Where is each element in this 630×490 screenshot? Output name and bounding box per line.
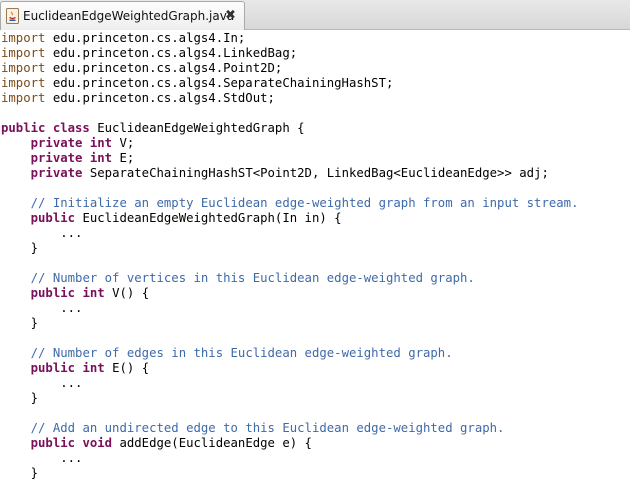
code-text: EuclideanEdgeWeightedGraph {	[89, 121, 305, 135]
code-text: V;	[112, 136, 135, 150]
code-text	[1, 151, 31, 165]
code-line[interactable]	[1, 181, 630, 196]
code-text: edu.princeton.cs.algs4.SeparateChainingH…	[45, 76, 394, 90]
code-comment: // Initialize an empty Euclidean edge-we…	[30, 196, 579, 210]
file-tab[interactable]: EuclideanEdgeWeightedGraph.java ✖	[0, 1, 245, 30]
code-text: ...	[1, 376, 83, 390]
code-keyword: public int	[30, 286, 105, 300]
code-text	[1, 271, 31, 285]
code-line[interactable]: ...	[1, 301, 630, 316]
code-line[interactable]	[1, 256, 630, 271]
code-line[interactable]	[1, 331, 630, 346]
code-comment: // Add an undirected edge to this Euclid…	[30, 421, 505, 435]
code-editor[interactable]: import edu.princeton.cs.algs4.In;import …	[0, 31, 630, 490]
code-keyword: private	[30, 166, 83, 180]
code-text: edu.princeton.cs.algs4.In;	[45, 31, 246, 45]
code-text	[1, 211, 31, 225]
code-text: }	[1, 466, 39, 480]
code-text: ...	[1, 226, 83, 240]
code-line[interactable]	[1, 406, 630, 421]
code-text: }	[1, 316, 39, 330]
code-area[interactable]: import edu.princeton.cs.algs4.In;import …	[0, 31, 630, 481]
code-line[interactable]: import edu.princeton.cs.algs4.StdOut;	[1, 91, 630, 106]
code-line[interactable]: // Number of vertices in this Euclidean …	[1, 271, 630, 286]
code-keyword: import	[1, 46, 46, 60]
code-text: E() {	[104, 361, 150, 375]
code-line[interactable]: import edu.princeton.cs.algs4.In;	[1, 31, 630, 46]
code-text: edu.princeton.cs.algs4.Point2D;	[45, 61, 283, 75]
code-text: SeparateChainingHashST<Point2D, LinkedBa…	[82, 166, 549, 180]
editor-tab-bar: EuclideanEdgeWeightedGraph.java ✖	[0, 0, 630, 30]
code-line[interactable]: // Add an undirected edge to this Euclid…	[1, 421, 630, 436]
code-line[interactable]: import edu.princeton.cs.algs4.SeparateCh…	[1, 76, 630, 91]
code-text	[1, 421, 31, 435]
code-line[interactable]: ...	[1, 376, 630, 391]
code-comment: // Number of vertices in this Euclidean …	[30, 271, 475, 285]
code-text	[1, 286, 31, 300]
code-text	[1, 136, 31, 150]
code-text	[1, 166, 31, 180]
code-line[interactable]: public int E() {	[1, 361, 630, 376]
code-text: V() {	[104, 286, 150, 300]
code-text: edu.princeton.cs.algs4.LinkedBag;	[45, 46, 298, 60]
code-text: E;	[112, 151, 135, 165]
code-line[interactable]: // Number of edges in this Euclidean edg…	[1, 346, 630, 361]
code-keyword: import	[1, 76, 46, 90]
code-line[interactable]: ...	[1, 451, 630, 466]
code-line[interactable]	[1, 106, 630, 121]
code-line[interactable]: ...	[1, 226, 630, 241]
code-text: ...	[1, 301, 83, 315]
code-keyword: private int	[30, 136, 113, 150]
code-keyword: private int	[30, 151, 113, 165]
code-line[interactable]: import edu.princeton.cs.algs4.LinkedBag;	[1, 46, 630, 61]
code-text	[1, 436, 31, 450]
code-keyword: public class	[1, 121, 90, 135]
code-line[interactable]: public void addEdge(EuclideanEdge e) {	[1, 436, 630, 451]
code-line[interactable]: }	[1, 241, 630, 256]
code-line[interactable]: public EuclideanEdgeWeightedGraph(In in)…	[1, 211, 630, 226]
code-keyword: public void	[30, 436, 113, 450]
code-line[interactable]: import edu.princeton.cs.algs4.Point2D;	[1, 61, 630, 76]
code-text: edu.princeton.cs.algs4.StdOut;	[45, 91, 275, 105]
code-line[interactable]: // Initialize an empty Euclidean edge-we…	[1, 196, 630, 211]
code-text	[1, 196, 31, 210]
code-text: }	[1, 241, 39, 255]
code-line[interactable]: private int V;	[1, 136, 630, 151]
code-keyword: import	[1, 31, 46, 45]
code-text: addEdge(EuclideanEdge e) {	[112, 436, 312, 450]
java-file-icon	[6, 8, 19, 24]
code-line[interactable]: }	[1, 466, 630, 481]
code-text	[1, 346, 31, 360]
code-text: EuclideanEdgeWeightedGraph(In in) {	[75, 211, 342, 225]
code-text: ...	[1, 451, 83, 465]
code-line[interactable]: }	[1, 316, 630, 331]
code-line[interactable]: private int E;	[1, 151, 630, 166]
code-line[interactable]: private SeparateChainingHashST<Point2D, …	[1, 166, 630, 181]
close-icon[interactable]: ✖	[225, 8, 236, 23]
code-text	[1, 361, 31, 375]
code-keyword: public	[30, 211, 76, 225]
code-line[interactable]: public int V() {	[1, 286, 630, 301]
code-comment: // Number of edges in this Euclidean edg…	[30, 346, 453, 360]
file-tab-title: EuclideanEdgeWeightedGraph.java	[23, 9, 235, 23]
code-text: }	[1, 391, 39, 405]
code-line[interactable]: }	[1, 391, 630, 406]
code-line[interactable]: public class EuclideanEdgeWeightedGraph …	[1, 121, 630, 136]
code-keyword: import	[1, 91, 46, 105]
code-keyword: import	[1, 61, 46, 75]
code-keyword: public int	[30, 361, 105, 375]
